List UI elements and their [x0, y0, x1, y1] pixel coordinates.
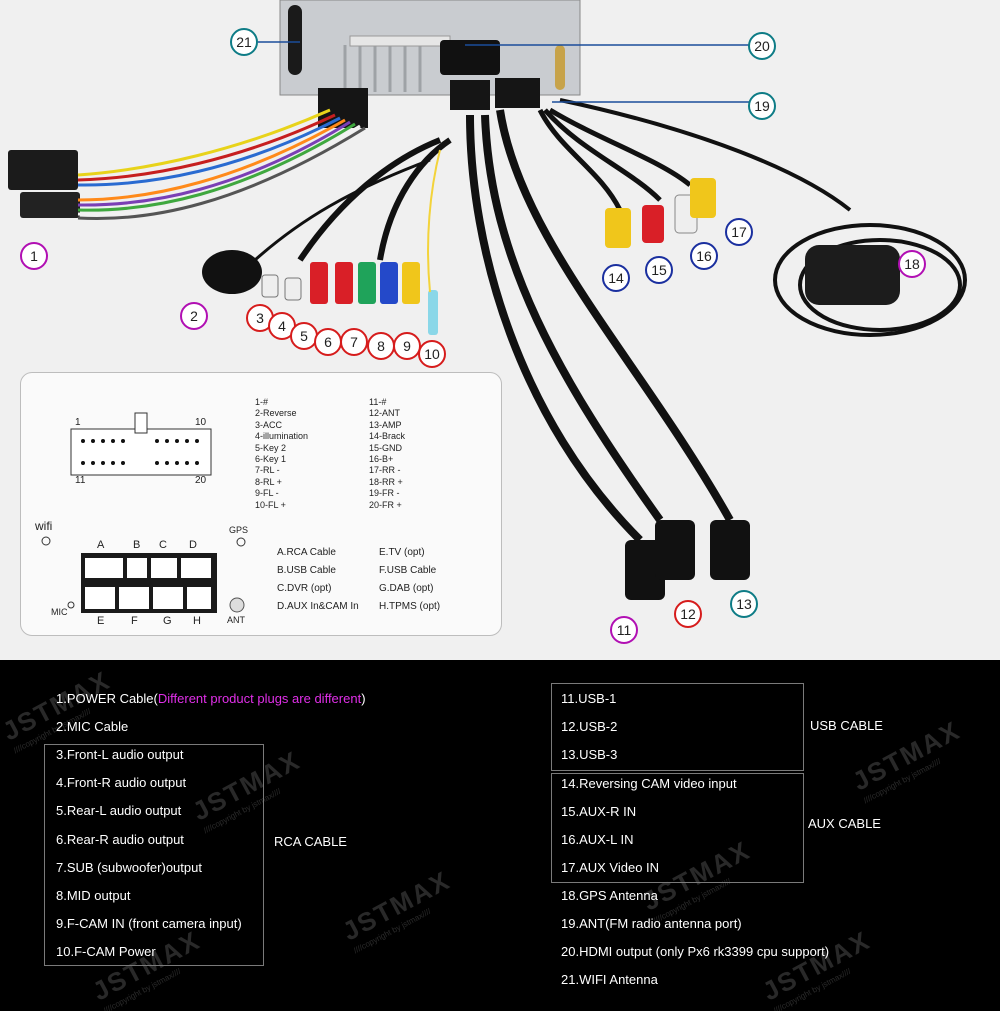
watermark: JSTMAX////copyright by jstmax//// — [337, 864, 456, 956]
group-label-usb: USB CABLE — [810, 718, 883, 733]
ant-label: ANT — [227, 615, 245, 625]
callout-21: 21 — [230, 28, 258, 56]
pinout-diagram: 1 10 11 20 1-# 2-Reverse 3-ACC 4-illumin… — [20, 372, 502, 636]
pin-list-left: 1-# 2-Reverse 3-ACC 4-illumination 5-Key… — [255, 397, 309, 510]
legend-item-6: 6.Rear-R audio output — [56, 832, 184, 847]
legend-item-1-note: Different product plugs are different — [157, 691, 362, 706]
callout-11: 11 — [610, 616, 638, 644]
legend-item-12: 12.USB-2 — [561, 719, 618, 734]
legend-item-2: 2.MIC Cable — [56, 719, 129, 734]
legend-item-14: 14.Reversing CAM video input — [561, 776, 737, 791]
legend-item-13: 13.USB-3 — [561, 747, 618, 762]
legend-item-5: 5.Rear-L audio output — [56, 803, 182, 818]
callout-7: 7 — [340, 328, 368, 356]
port-legend-g: G.DAB (opt) — [379, 583, 434, 594]
pin-list-right: 11-# 12-ANT 13-AMP 14-Brack 15-GND 16-B+… — [369, 397, 406, 510]
port-label-a: A — [97, 539, 105, 551]
callout-1: 1 — [20, 242, 48, 270]
port-legend-d: D.AUX In&CAM In — [277, 601, 359, 612]
watermark: JSTMAX////copyright by jstmax//// — [0, 664, 116, 756]
port-label-f: F — [131, 615, 138, 627]
pin-label-11: 11 — [75, 475, 86, 486]
legend-panel: JSTMAX////copyright by jstmax//// JSTMAX… — [0, 660, 1000, 1011]
legend-item-3: 3.Front-L audio output — [56, 747, 184, 762]
legend-item-8: 8.MID output — [56, 888, 131, 903]
callout-18: 18 — [898, 250, 926, 278]
hdmi-plug — [440, 40, 500, 75]
callout-15: 15 — [645, 256, 673, 284]
callout-16: 16 — [690, 242, 718, 270]
legend-item-9: 9.F-CAM IN (front camera input) — [56, 916, 242, 931]
cable-illustration — [8, 0, 967, 600]
mic — [202, 250, 262, 294]
mic-label: MIC — [51, 607, 68, 617]
port-label-g: G — [163, 615, 172, 627]
legend-item-11: 11.USB-1 — [561, 691, 617, 706]
callout-17: 17 — [725, 218, 753, 246]
legend-item-19: 19.ANT(FM radio antenna port) — [561, 916, 742, 931]
legend-item-20: 20.HDMI output (only Px6 rk3399 cpu supp… — [561, 944, 830, 959]
port-legend-a: A.RCA Cable — [277, 547, 336, 558]
wiring-photo: 1 2 3 4 5 6 7 8 9 10 11 12 13 14 15 16 1… — [8, 0, 967, 644]
aux-group-frame — [551, 773, 804, 883]
callout-10: 10 — [418, 340, 446, 368]
group-label-rca: RCA CABLE — [274, 834, 347, 849]
legend-item-7: 7.SUB (subwoofer)output — [56, 860, 202, 875]
port-label-d: D — [189, 539, 197, 551]
port-legend-f: F.USB Cable — [379, 565, 437, 576]
wifi-label: wifi — [35, 519, 53, 533]
port-label-b: B — [133, 539, 141, 551]
port-label-c: C — [159, 539, 167, 551]
gps-label: GPS — [229, 525, 249, 535]
callout-13: 13 — [730, 590, 758, 618]
legend-item-10: 10.F-CAM Power — [56, 944, 156, 959]
port-legend-c: C.DVR (opt) — [277, 583, 332, 594]
callout-5: 5 — [290, 322, 318, 350]
legend-item-4: 4.Front-R audio output — [56, 775, 187, 790]
callout-12: 12 — [674, 600, 702, 628]
pin-label-1: 1 — [75, 417, 81, 428]
group-label-aux: AUX CABLE — [808, 816, 881, 831]
port-legend-h: H.TPMS (opt) — [379, 601, 441, 612]
legend-item-21: 21.WIFI Antenna — [561, 972, 658, 987]
callout-19: 19 — [748, 92, 776, 120]
connector-drawings — [41, 412, 246, 613]
legend-item-17: 17.AUX Video IN — [561, 860, 660, 875]
pin-label-10: 10 — [195, 417, 207, 428]
callout-8: 8 — [367, 332, 395, 360]
port-legend-e: E.TV (opt) — [379, 547, 425, 558]
usb-group-frame — [551, 683, 804, 771]
callout-9: 9 — [393, 332, 421, 360]
rca-group-frame — [44, 744, 264, 966]
port-label-e: E — [97, 615, 105, 627]
pin-label-20: 20 — [195, 475, 207, 486]
watermark: JSTMAX////copyright by jstmax//// — [757, 924, 876, 1011]
callout-20: 20 — [748, 32, 776, 60]
legend-item-1: 1.POWER Cable(Different product plugs ar… — [56, 691, 366, 706]
callout-2: 2 — [180, 302, 208, 330]
legend-item-15: 15.AUX-R IN — [561, 804, 637, 819]
callout-14: 14 — [602, 264, 630, 292]
port-legend-b: B.USB Cable — [277, 565, 336, 576]
wifi-antenna — [288, 5, 302, 75]
callout-6: 6 — [314, 328, 342, 356]
legend-item-18: 18.GPS Antenna — [561, 888, 658, 903]
gps-antenna — [805, 245, 900, 305]
iso-connector — [8, 150, 78, 190]
legend-item-16: 16.AUX-L IN — [561, 832, 634, 847]
port-label-h: H — [193, 615, 201, 627]
